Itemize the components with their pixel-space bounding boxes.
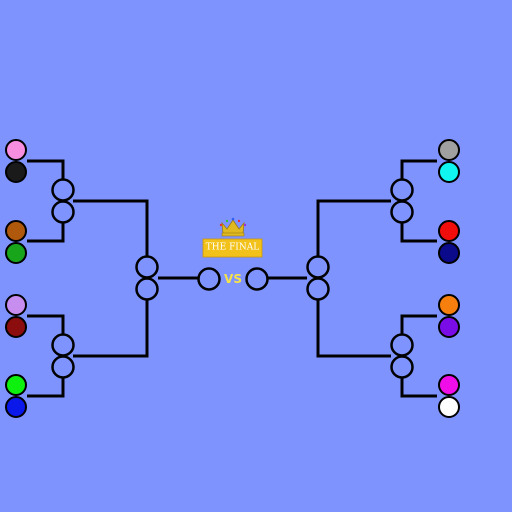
left-team-7[interactable] <box>5 374 27 396</box>
right-semifinal-slot[interactable] <box>306 277 330 301</box>
left-bracket-lines <box>27 159 198 398</box>
left-quarterfinal-slot[interactable] <box>51 200 75 224</box>
right-semifinal-slot[interactable] <box>306 255 330 279</box>
right-teams <box>438 139 460 418</box>
right-quarterfinal-slot[interactable] <box>390 178 414 202</box>
left-team-6[interactable] <box>5 316 27 338</box>
left-team-1[interactable] <box>5 139 27 161</box>
left-team-8[interactable] <box>5 396 27 418</box>
left-teams <box>5 139 27 418</box>
left-team-4[interactable] <box>5 242 27 264</box>
left-quarterfinal-slot[interactable] <box>51 178 75 202</box>
right-finalist-slot[interactable] <box>245 267 269 291</box>
left-finalist-slot[interactable] <box>197 267 221 291</box>
final-label-plate <box>202 238 263 258</box>
right-rounds <box>245 178 414 379</box>
right-team-4[interactable] <box>438 242 460 264</box>
left-quarterfinal-slot[interactable] <box>51 333 75 357</box>
left-team-2[interactable] <box>5 161 27 183</box>
right-quarterfinal-slot[interactable] <box>390 200 414 224</box>
left-quarterfinal-slot[interactable] <box>51 355 75 379</box>
right-team-6[interactable] <box>438 316 460 338</box>
left-team-3[interactable] <box>5 220 27 242</box>
crown-icon <box>219 217 247 237</box>
right-team-8[interactable] <box>438 396 460 418</box>
right-team-3[interactable] <box>438 220 460 242</box>
final-label: THE FINAL <box>206 243 259 253</box>
right-quarterfinal-slot[interactable] <box>390 355 414 379</box>
left-semifinal-slot[interactable] <box>135 255 159 279</box>
right-quarterfinal-slot[interactable] <box>390 333 414 357</box>
left-team-5[interactable] <box>5 294 27 316</box>
final-banner: THE FINAL VS <box>202 217 263 286</box>
left-rounds <box>51 178 221 379</box>
right-team-7[interactable] <box>438 374 460 396</box>
right-team-5[interactable] <box>438 294 460 316</box>
right-team-2[interactable] <box>438 161 460 183</box>
left-semifinal-slot[interactable] <box>135 277 159 301</box>
right-team-1[interactable] <box>438 139 460 161</box>
vs-label: VS <box>224 272 242 286</box>
right-bracket-lines <box>267 159 437 398</box>
